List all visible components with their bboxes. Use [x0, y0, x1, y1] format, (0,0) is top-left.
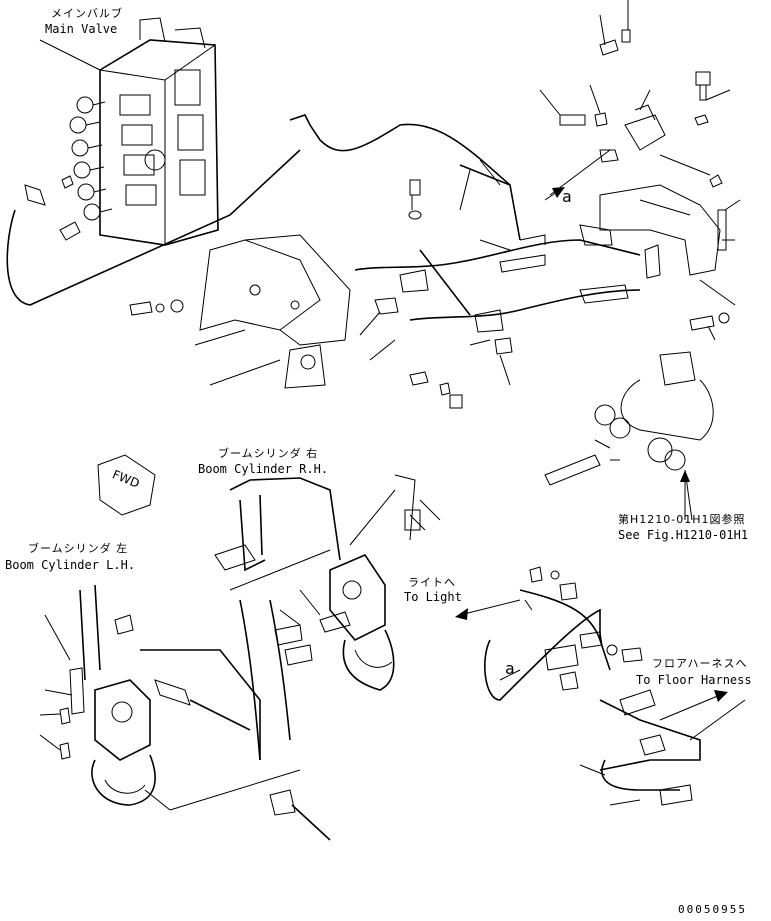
detail-a-bottom: a: [505, 659, 515, 678]
boom-rh-label-jp: ブームシリンダ 右: [218, 447, 319, 460]
main-valve-label-jp: メインバルブ: [51, 7, 123, 20]
floor-harness-label-en: To Floor Harness: [636, 673, 752, 687]
main-valve-assembly: [24, 17, 219, 246]
light-harness: [484, 566, 701, 806]
fwd-arrow: [97, 454, 156, 516]
boom-rh-label-en: Boom Cylinder R.H.: [198, 462, 329, 476]
leader-lines: [39, 0, 746, 806]
cover-plate: [129, 234, 351, 389]
detail-a-top: a: [562, 187, 572, 206]
pilot-block-assembly: [544, 312, 730, 486]
boom-lh-label-en: Boom Cylinder L.H.: [5, 558, 136, 572]
direction-arrows: [455, 187, 728, 721]
floor-harness-label-jp: フロアハーネスへ: [652, 657, 748, 670]
main-valve-label-en: Main Valve: [45, 22, 118, 36]
drawing-number: 00050955: [678, 903, 747, 916]
upper-bracket-assembly: [549, 29, 727, 276]
to-light-label-jp: ライトへ: [408, 576, 456, 589]
see-fig-label-jp: 第H1210-01H1図参照: [618, 513, 746, 526]
hose-lines-upper: [6, 114, 661, 409]
to-light-label-en: To Light: [404, 590, 462, 604]
boom-cylinder-rh: [214, 474, 421, 761]
see-fig-label-en: See Fig.H1210-01H1: [618, 528, 749, 542]
boom-cylinder-lh: [59, 584, 331, 841]
boom-lh-label-jp: ブームシリンダ 左: [28, 542, 129, 555]
